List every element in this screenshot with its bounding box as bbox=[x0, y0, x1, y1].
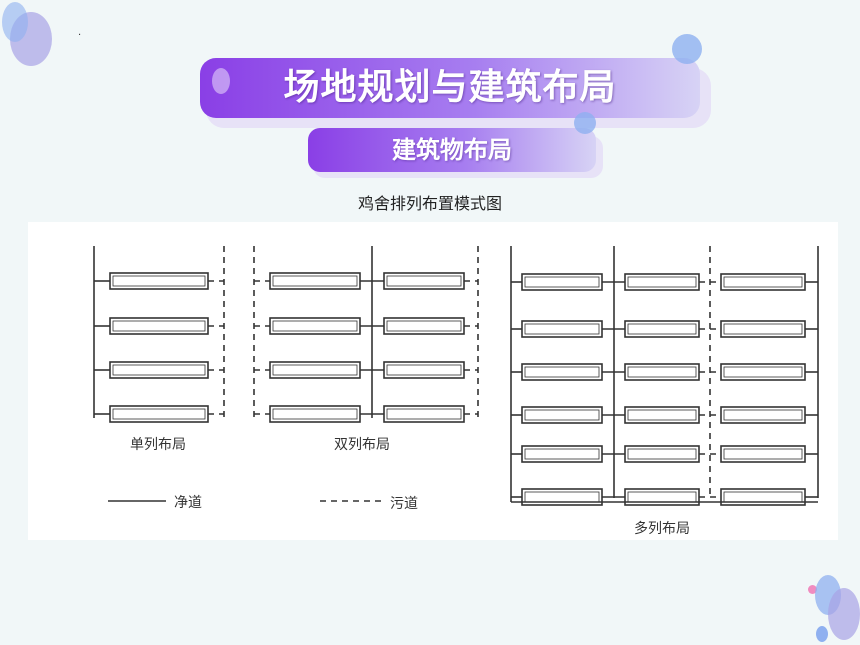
page-title: 场地规划与建筑布局 bbox=[283, 67, 617, 108]
multi-house-2-3-inner bbox=[723, 323, 803, 335]
multi-house-5-2-inner bbox=[627, 448, 697, 460]
double-house-right-3-inner bbox=[386, 364, 462, 376]
single-house-3-inner bbox=[112, 364, 206, 376]
decor-bubble-left-small bbox=[2, 2, 28, 42]
multi-house-4-3-inner bbox=[723, 409, 803, 421]
double-house-right-1 bbox=[383, 272, 465, 290]
double-house-left-1-inner bbox=[272, 275, 358, 287]
label-multi-layout: 多列布局 bbox=[634, 521, 690, 537]
decor-bubble-right-tiny bbox=[816, 626, 828, 642]
double-house-left-2-inner bbox=[272, 320, 358, 332]
title-banner: 场地规划与建筑布局 bbox=[200, 34, 711, 128]
double-house-left-4 bbox=[269, 405, 361, 423]
page-subtitle: 建筑物布局 bbox=[392, 136, 512, 164]
multi-house-4-2 bbox=[624, 406, 700, 424]
multi-house-5-1 bbox=[521, 445, 603, 463]
label-single-layout: 单列布局 bbox=[130, 437, 186, 453]
title-swirl-icon bbox=[212, 68, 230, 94]
multi-house-2-2-inner bbox=[627, 323, 697, 335]
multi-house-5-3-inner bbox=[723, 448, 803, 460]
multi-house-1-2-inner bbox=[627, 276, 697, 288]
single-house-2-inner bbox=[112, 320, 206, 332]
label-double-layout: 双列布局 bbox=[334, 437, 390, 453]
decor-bubble-right-pink bbox=[808, 585, 817, 594]
multi-house-4-2-inner bbox=[627, 409, 697, 421]
multi-house-3-2-inner bbox=[627, 366, 697, 378]
single-house-1-inner bbox=[112, 275, 206, 287]
multi-house-1-1 bbox=[521, 273, 603, 291]
layout-diagram bbox=[93, 246, 819, 506]
title-banner-bar bbox=[200, 58, 700, 118]
title-bubble-icon bbox=[672, 34, 702, 64]
double-house-left-3-inner bbox=[272, 364, 358, 376]
single-house-1 bbox=[109, 272, 209, 290]
figure-caption: 鸡舍排列布置模式图 bbox=[357, 194, 502, 213]
legend-clean-road-label: 净道 bbox=[174, 495, 202, 511]
multi-house-3-1 bbox=[521, 363, 603, 381]
double-house-right-3 bbox=[383, 361, 465, 379]
multi-house-6-3-inner bbox=[723, 491, 803, 503]
single-house-2 bbox=[109, 317, 209, 335]
double-house-left-3 bbox=[269, 361, 361, 379]
double-house-left-2 bbox=[269, 317, 361, 335]
multi-house-1-3-inner bbox=[723, 276, 803, 288]
decor-bubble-right-purple bbox=[828, 588, 860, 640]
double-house-right-2 bbox=[383, 317, 465, 335]
multi-house-1-2 bbox=[624, 273, 700, 291]
double-house-right-1-inner bbox=[386, 275, 462, 287]
multi-house-4-3 bbox=[720, 406, 806, 424]
multi-house-3-1-inner bbox=[524, 366, 600, 378]
decor-dot: · bbox=[78, 30, 82, 41]
multi-house-5-2 bbox=[624, 445, 700, 463]
multi-house-2-1 bbox=[521, 320, 603, 338]
multi-house-2-2 bbox=[624, 320, 700, 338]
double-house-right-4 bbox=[383, 405, 465, 423]
multi-house-4-1-inner bbox=[524, 409, 600, 421]
multi-house-1-1-inner bbox=[524, 276, 600, 288]
multi-house-5-3 bbox=[720, 445, 806, 463]
legend-dirty-road-label: 污道 bbox=[390, 496, 418, 512]
double-house-left-4-inner bbox=[272, 408, 358, 420]
multi-house-3-3-inner bbox=[723, 366, 803, 378]
single-house-4 bbox=[109, 405, 209, 423]
multi-house-2-1-inner bbox=[524, 323, 600, 335]
multi-house-3-3 bbox=[720, 363, 806, 381]
single-house-3 bbox=[109, 361, 209, 379]
double-house-right-4-inner bbox=[386, 408, 462, 420]
multi-house-6-2-inner bbox=[627, 491, 697, 503]
double-house-right-2-inner bbox=[386, 320, 462, 332]
multi-house-5-1-inner bbox=[524, 448, 600, 460]
multi-house-1-3 bbox=[720, 273, 806, 291]
subtitle-banner-bar bbox=[308, 128, 596, 172]
subtitle-banner: 建筑物布局 bbox=[308, 112, 603, 178]
multi-house-4-1 bbox=[521, 406, 603, 424]
double-house-left-1 bbox=[269, 272, 361, 290]
multi-house-2-3 bbox=[720, 320, 806, 338]
layout-figure: 单列布局 双列布局 多列布局 净道 污道 bbox=[28, 222, 838, 540]
subtitle-bubble-icon bbox=[574, 112, 596, 134]
multi-house-3-2 bbox=[624, 363, 700, 381]
single-house-4-inner bbox=[112, 408, 206, 420]
multi-house-6-1-inner bbox=[524, 491, 600, 503]
